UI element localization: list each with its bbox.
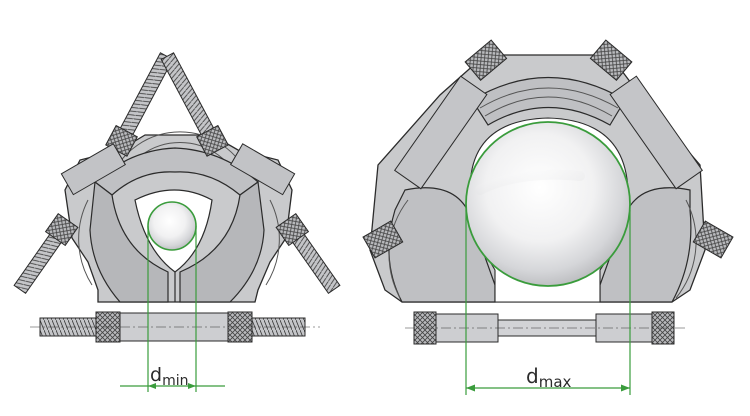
right-dim-subscript: max xyxy=(539,373,572,391)
left-dim-label: d xyxy=(150,364,162,386)
left-dimension: dmin xyxy=(120,226,225,392)
ball-icon xyxy=(147,201,197,251)
right-slide-right xyxy=(609,75,704,190)
svg-text:dmin: dmin xyxy=(150,364,188,389)
left-jaw-right xyxy=(179,180,265,303)
right-slide-left xyxy=(393,75,488,190)
ball-icon xyxy=(465,121,631,287)
left-bottom-bolt xyxy=(30,311,320,343)
right-arm-upper-right xyxy=(589,39,633,81)
svg-text:dmax: dmax xyxy=(526,364,572,391)
right-arm-upper-left xyxy=(464,39,508,81)
right-assembly: dmax xyxy=(362,39,734,395)
right-knob-lower-left xyxy=(362,220,404,259)
right-knob-lower-right xyxy=(692,220,734,259)
left-arm-upper-right xyxy=(160,52,229,157)
left-dim-subscript: min xyxy=(162,373,188,389)
right-dim-label: d xyxy=(526,364,539,388)
left-arm-lower-right xyxy=(275,212,341,295)
left-side-block-left xyxy=(60,143,126,196)
left-assembly: dmin xyxy=(13,52,341,392)
right-bottom-bolt xyxy=(405,311,688,345)
left-side-block-right xyxy=(230,143,296,196)
right-dimension: dmax xyxy=(465,210,631,395)
left-arm-lower-left xyxy=(13,212,79,295)
